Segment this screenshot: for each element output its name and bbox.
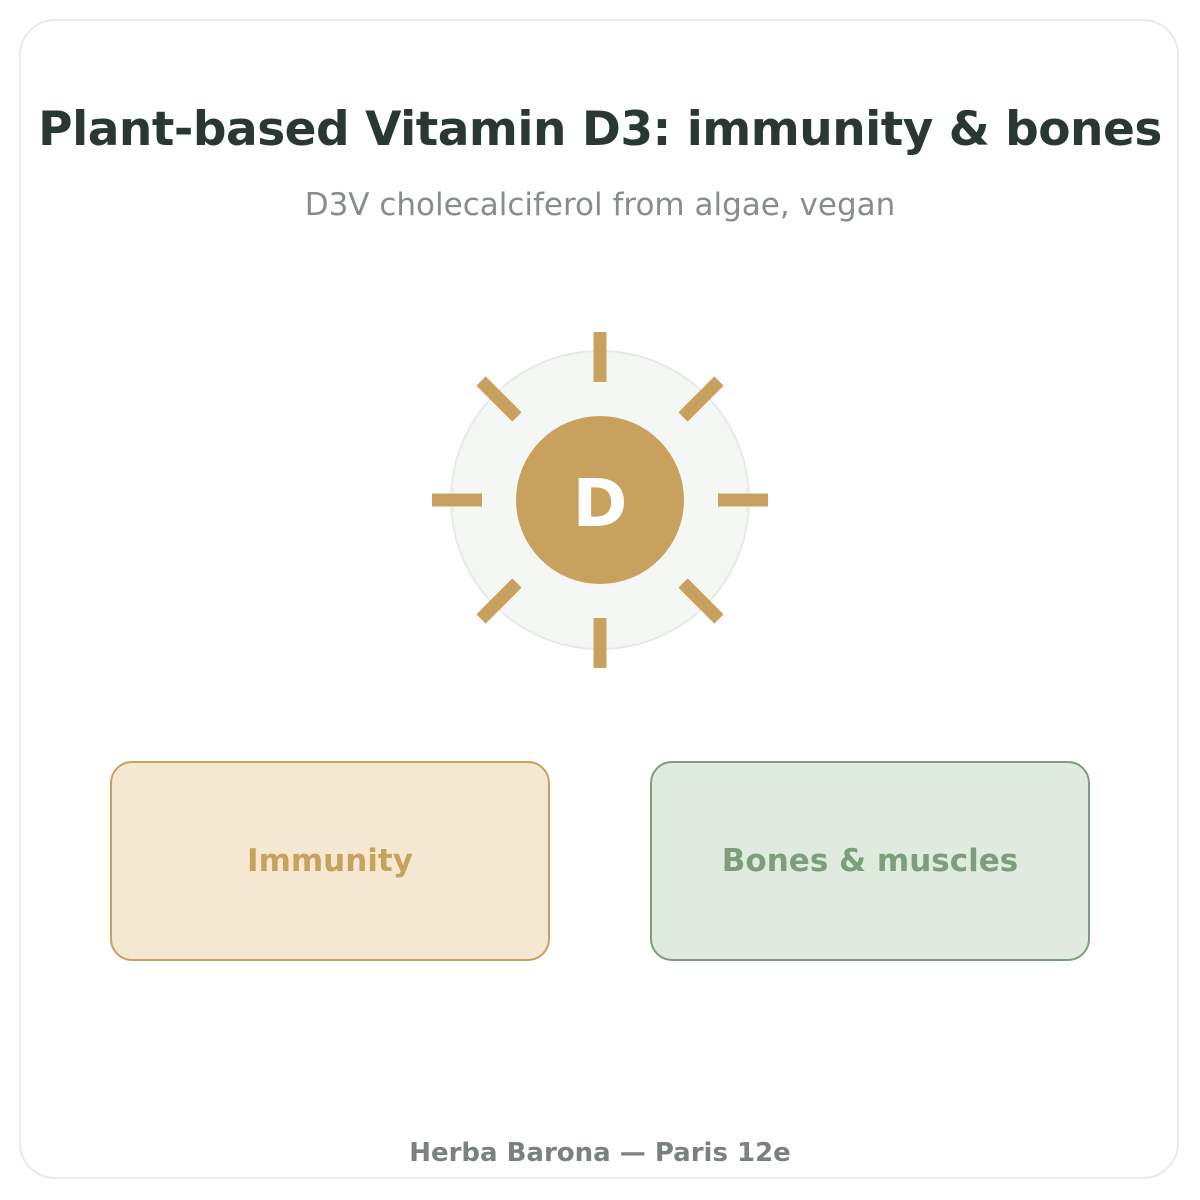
page-title: Plant-based Vitamin D3: immunity & bones (38, 102, 1162, 157)
benefit-bones-muscles: Bones & muscles (650, 761, 1090, 961)
sun-rays (432, 332, 768, 668)
sun-ray (476, 578, 522, 624)
page-subtitle: D3V cholecalciferol from algae, vegan (304, 187, 896, 223)
vitamin-letter: D (573, 465, 628, 542)
sun-ray (678, 376, 724, 422)
sun-core (516, 416, 684, 584)
sun-ray (476, 376, 522, 422)
footer-brand: Herba Barona — Paris 12e (409, 1138, 791, 1168)
benefit-immunity: Immunity (110, 761, 550, 961)
sun-ray (678, 578, 724, 624)
